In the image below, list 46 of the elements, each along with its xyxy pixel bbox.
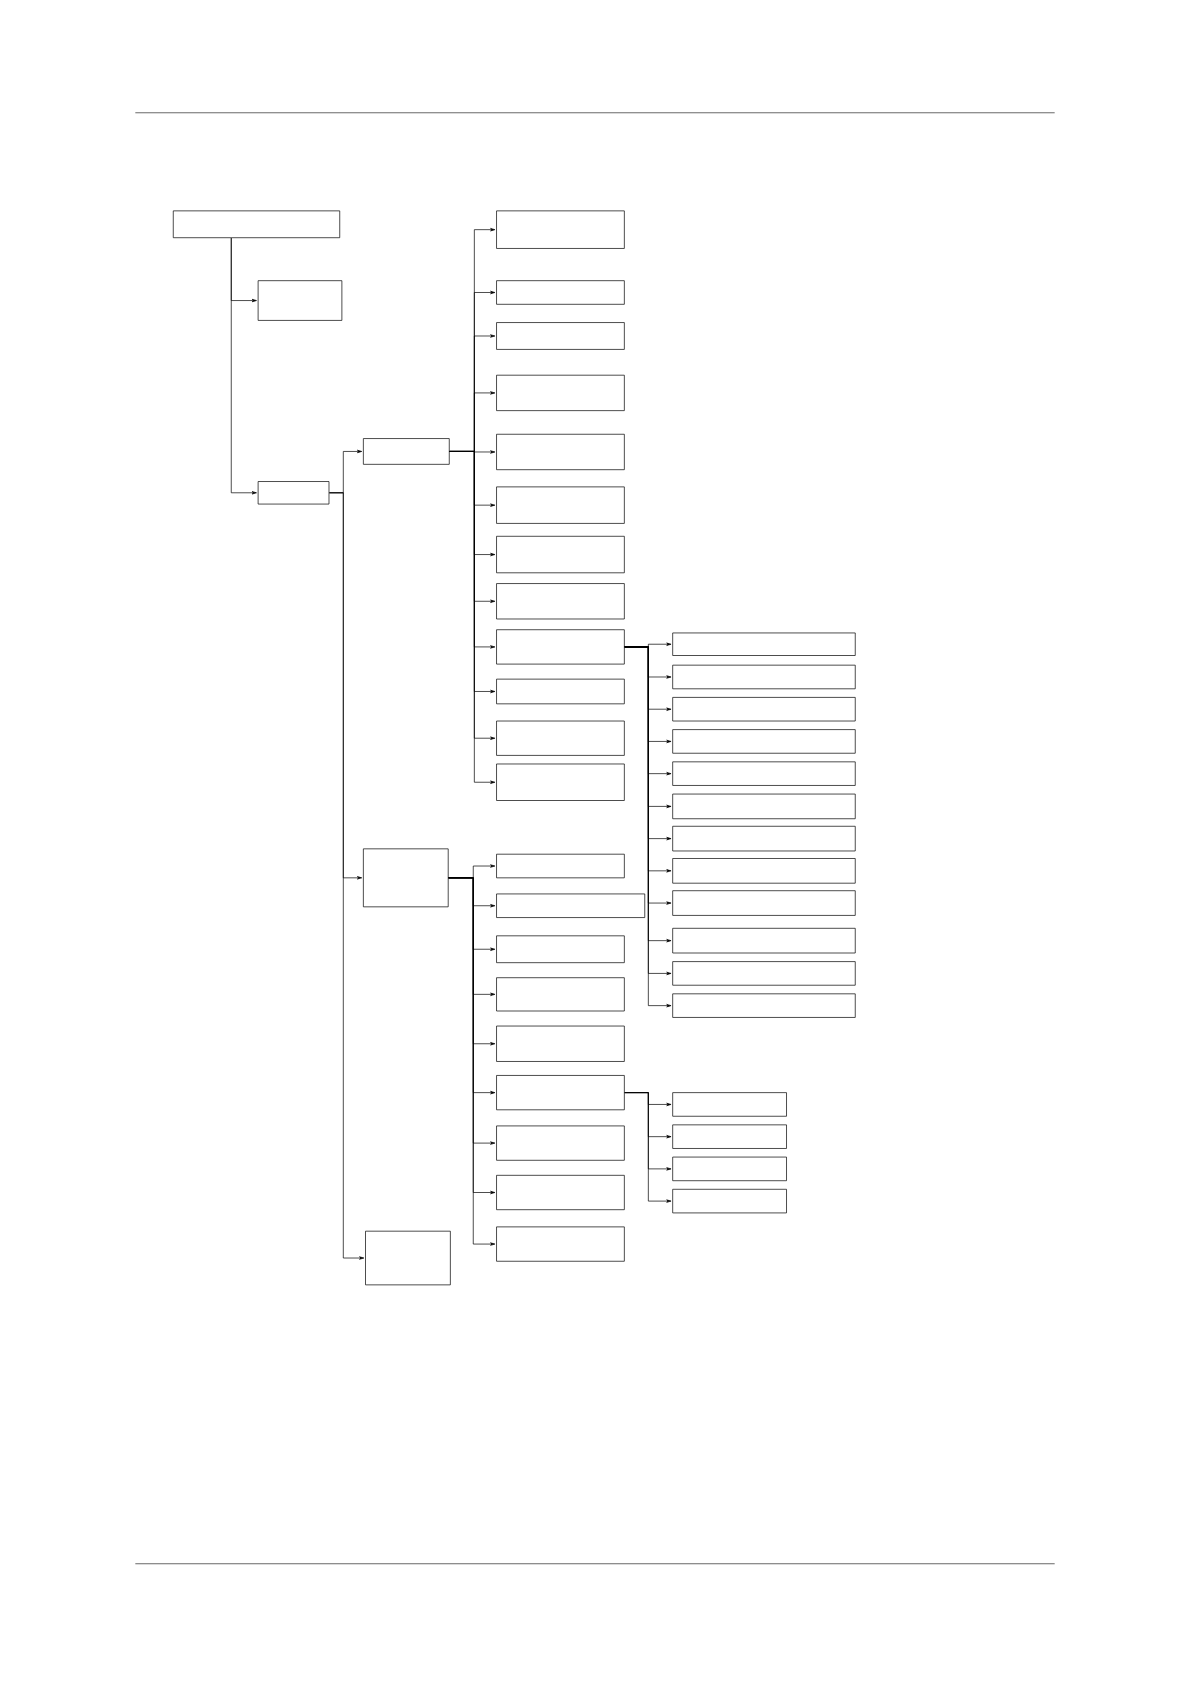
box [672,927,856,954]
box [672,1092,787,1117]
box [496,720,625,756]
box [672,1188,787,1214]
box [496,1226,625,1262]
box [496,1174,625,1211]
box [496,535,625,574]
box [672,664,856,690]
box [496,322,625,350]
box [365,1230,451,1286]
arrow [230,237,257,495]
box [496,374,625,411]
box [496,1125,625,1161]
box [672,858,856,884]
box [496,1025,625,1062]
box [363,848,449,908]
box [672,825,856,852]
box [496,486,625,524]
box [257,481,330,505]
box [496,935,625,963]
box [496,280,625,305]
box [496,433,625,471]
box [496,210,625,249]
box [672,1156,787,1182]
box [672,761,856,786]
box [672,1124,787,1149]
box [672,729,856,754]
box [496,629,625,665]
box [672,793,856,820]
box [672,993,856,1018]
box [672,697,856,722]
box [672,632,856,656]
box [672,961,856,986]
arrow [624,1092,672,1203]
arrow [329,492,365,1260]
box [496,977,625,1012]
box [496,893,646,918]
box [363,438,450,465]
box [496,1075,625,1111]
box [257,280,343,321]
box [172,210,341,239]
box [496,583,625,620]
box [496,853,625,879]
box [672,890,856,916]
box [496,763,625,801]
box [496,678,625,705]
